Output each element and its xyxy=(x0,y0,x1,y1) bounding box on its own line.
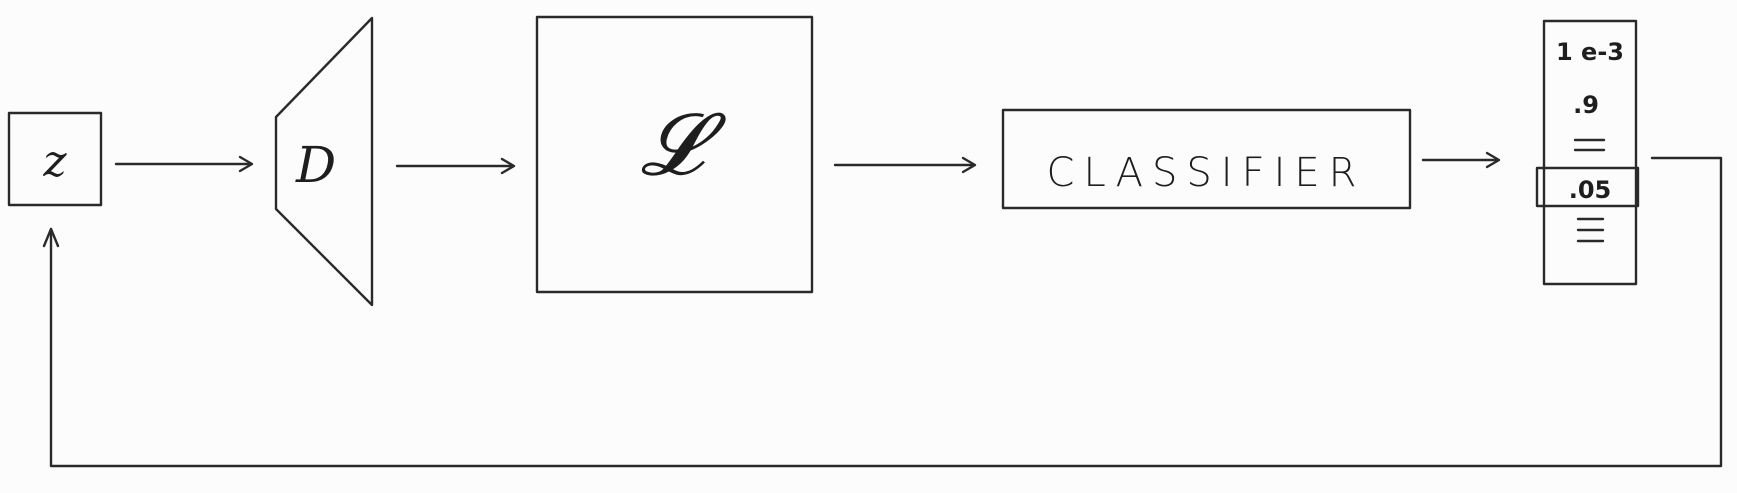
classifier-box xyxy=(1001,108,1412,210)
decoder-trapezoid xyxy=(274,16,374,307)
feedback-loop-arrow xyxy=(42,156,1723,468)
selected-output-highlight xyxy=(1535,166,1640,208)
ellipsis-marks-upper xyxy=(1573,138,1606,152)
arrow-z-to-decoder xyxy=(114,155,254,173)
arrow-decoder-to-latent xyxy=(395,157,516,175)
arrow-classifier-to-output xyxy=(1421,151,1501,169)
output-value-selected: .05 xyxy=(1569,176,1612,204)
latent-label: 𝓛 xyxy=(641,95,727,195)
output-vector-box xyxy=(1542,19,1638,286)
z-label: z xyxy=(42,136,67,187)
output-value-second: .9 xyxy=(1573,91,1599,119)
ellipsis-marks-lower xyxy=(1576,217,1605,243)
latent-box xyxy=(535,15,814,294)
arrow-latent-to-classifier xyxy=(833,156,977,174)
z-box xyxy=(7,111,103,207)
output-value-first: 1 e-3 xyxy=(1556,38,1624,66)
classifier-label: CLASSIFIER xyxy=(1047,150,1366,196)
decoder-label: D xyxy=(295,136,336,194)
